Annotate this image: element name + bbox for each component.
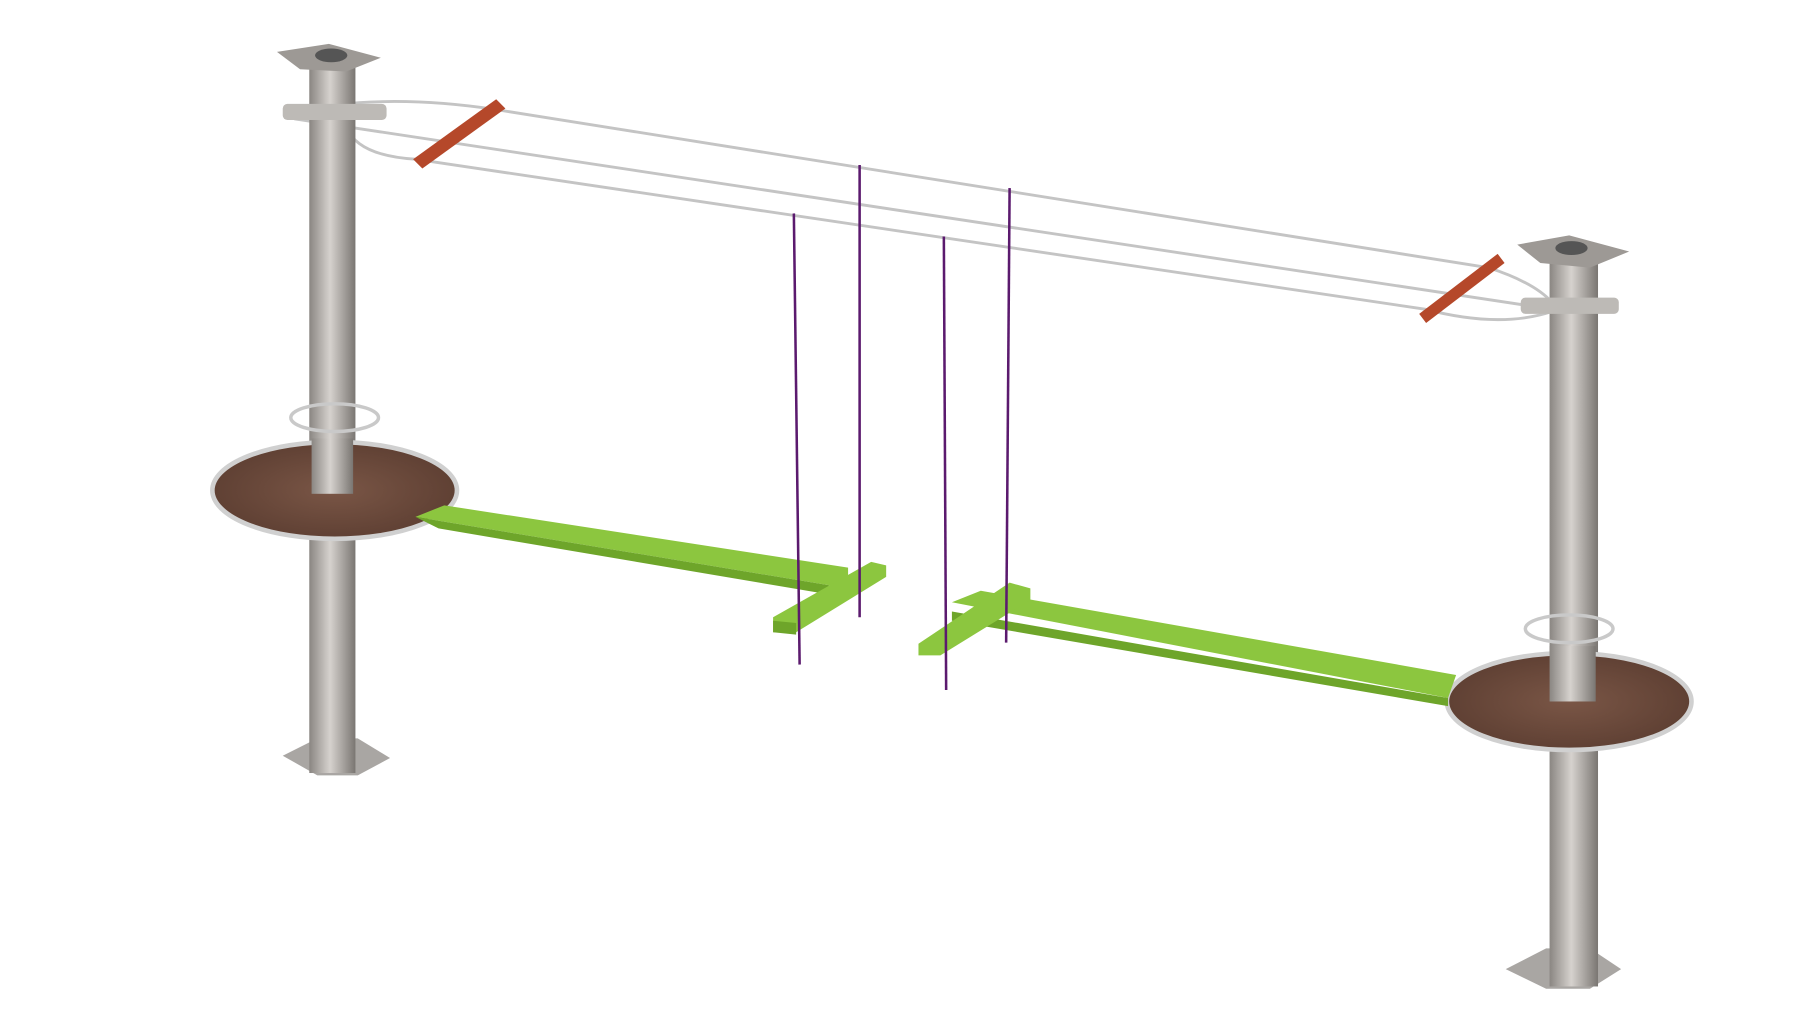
right-beam	[918, 582, 1457, 707]
left-plank	[413, 99, 506, 169]
left-beam	[415, 505, 887, 635]
right-plank	[1419, 253, 1505, 324]
ropes	[792, 164, 1011, 690]
cables	[293, 100, 1553, 322]
left-post	[210, 43, 460, 776]
right-post	[1444, 235, 1694, 989]
